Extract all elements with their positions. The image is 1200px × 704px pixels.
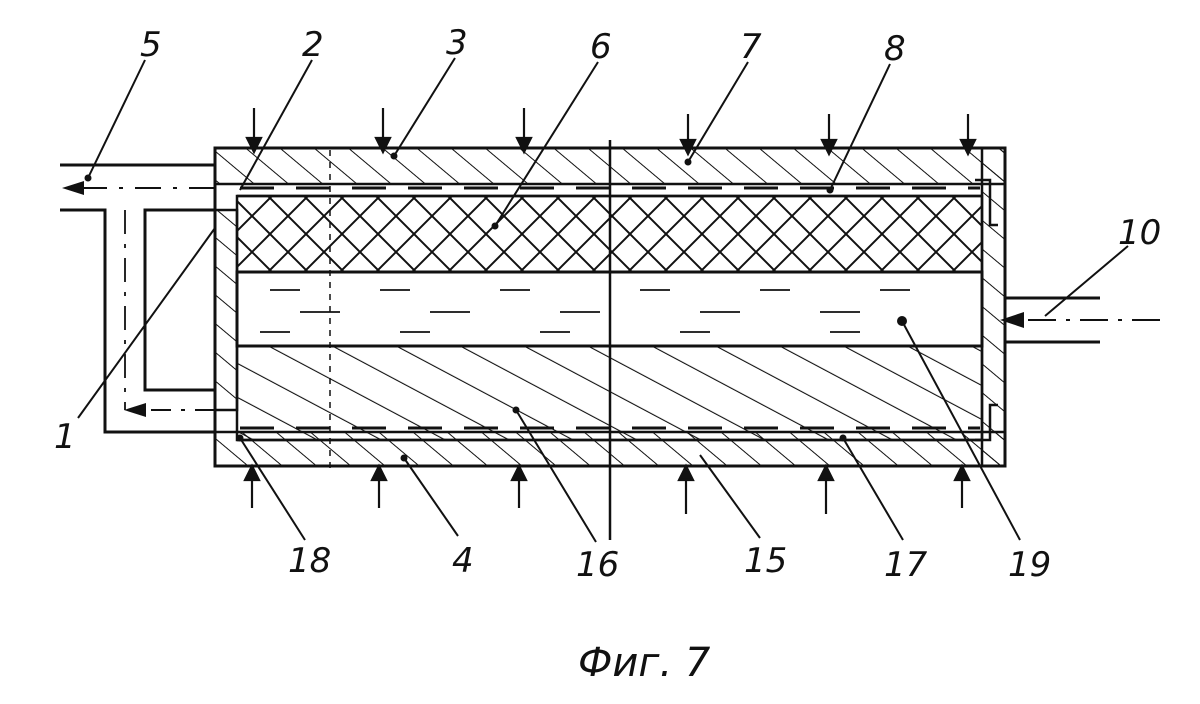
- right-end-clip-upper: [975, 178, 998, 227]
- pressure-arrows-top: [245, 108, 977, 157]
- label-1: 1: [54, 417, 76, 457]
- label-10: 10: [1118, 213, 1161, 253]
- outlet-pipe-inner: [143, 208, 215, 392]
- outlet-pipe: [60, 163, 215, 434]
- pressure-arrows-bottom: [243, 463, 971, 514]
- inlet-pipe: [1000, 296, 1160, 344]
- label-6: 6: [590, 27, 612, 67]
- inlet-flow-arrow: [1000, 312, 1024, 328]
- label-5: 5: [140, 25, 162, 65]
- leader-dots: [84, 152, 847, 462]
- outlet-flow-arrow-top: [62, 181, 84, 195]
- housing-right-wall: [980, 146, 1007, 468]
- housing-left-wall: [213, 208, 239, 412]
- label-3: 3: [446, 23, 468, 63]
- outlet-flow-arrow-bottom: [124, 403, 146, 417]
- label-2: 2: [302, 25, 324, 65]
- outlet-pipe-bottom: [60, 208, 215, 434]
- label-17: 17: [884, 545, 928, 585]
- right-end-clip-lower: [975, 403, 998, 442]
- label-4: 4: [452, 541, 474, 581]
- label-7: 7: [740, 27, 762, 67]
- leader-lines: [77, 57, 1129, 543]
- channel-flow-dashes: [260, 289, 910, 333]
- figure-caption: Фиг. 7: [578, 640, 711, 686]
- label-8: 8: [884, 29, 906, 69]
- label-15: 15: [744, 541, 787, 581]
- label-16: 16: [576, 545, 619, 585]
- label-19: 19: [1008, 545, 1051, 585]
- label-18: 18: [288, 541, 331, 581]
